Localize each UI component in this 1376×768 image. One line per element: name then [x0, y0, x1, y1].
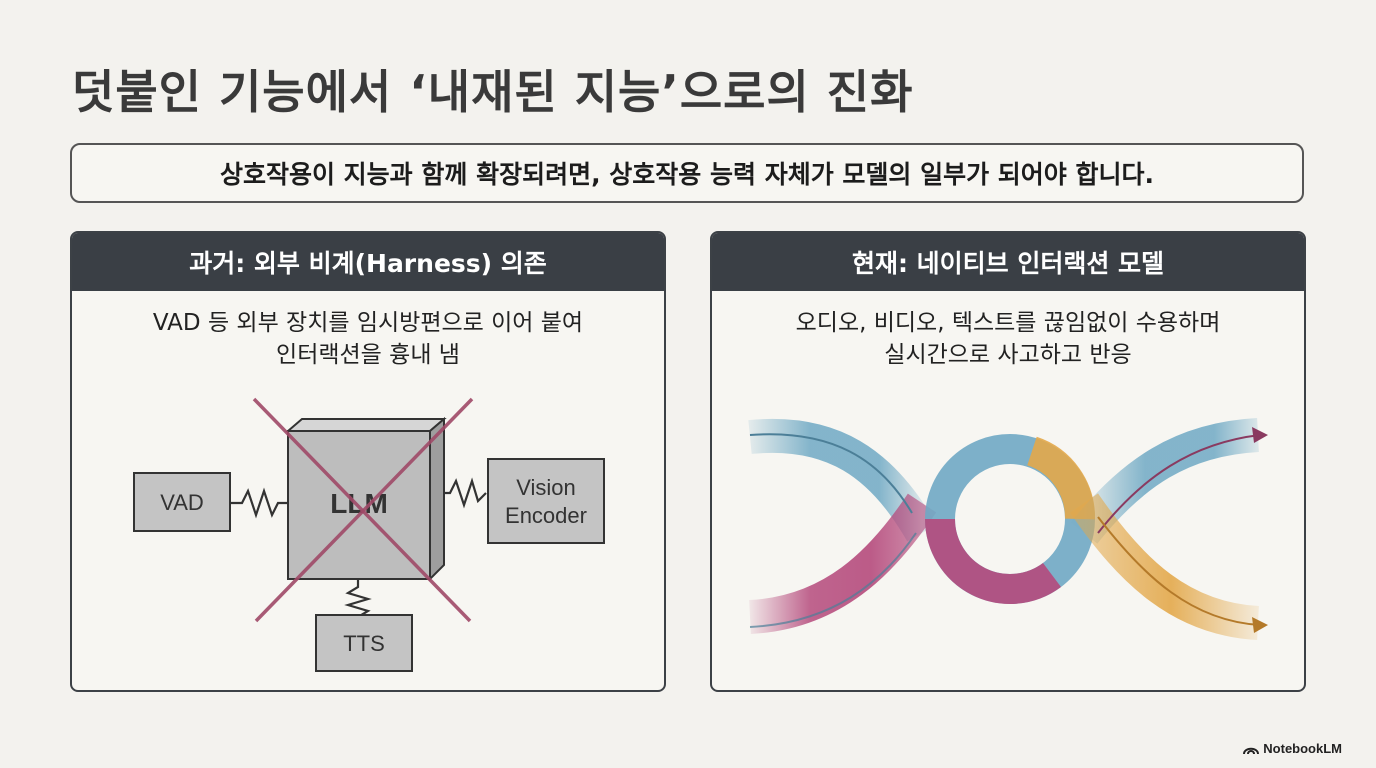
- past-panel-header: 과거: 외부 비계(Harness) 의존: [72, 233, 664, 291]
- magenta-stream-in: [748, 493, 937, 634]
- llm-cube-side: [429, 416, 445, 582]
- guide-line-top-left: [749, 433, 913, 514]
- vad-box: [133, 472, 231, 532]
- ring-orange-arc: [1026, 436, 1095, 520]
- present-desc-line-2: 실시간으로 사고하고 반응: [884, 342, 1132, 368]
- page-title: 덧붙인 기능에서 ‘내재된 지능’으로의 진화: [72, 65, 914, 119]
- llm-cube-top: [285, 418, 447, 432]
- subtitle-text: 상호작용이 지능과 함께 확장되려면, 상호작용 능력 자체가 모델의 일부가 …: [219, 160, 1155, 189]
- present-panel-header: 현재: 네이티브 인터랙션 모델: [712, 233, 1304, 291]
- guide-line-top-right: [1097, 434, 1261, 534]
- guide-line-bottom-right: [1097, 516, 1261, 626]
- present-panel-description: 오디오, 비디오, 텍스트를 끊임없이 수용하며 실시간으로 사고하고 반응: [712, 307, 1304, 371]
- arrow-top-right-icon: [1252, 427, 1268, 443]
- orange-stream-out: [1069, 493, 1260, 640]
- subtitle-banner: 상호작용이 지능과 함께 확장되려면, 상호작용 능력 자체가 모델의 일부가 …: [70, 143, 1304, 203]
- native-streams-diagram: [748, 418, 1268, 640]
- vad-llm-spring: [230, 487, 288, 519]
- harness-diagram: VAD Vision Encoder TTS LLM: [133, 397, 605, 672]
- arrow-bottom-right-icon: [1252, 617, 1268, 633]
- guide-line-bottom-left: [749, 532, 917, 628]
- past-desc-line-1: VAD 등 외부 장치를 임시방편으로 이어 붙여: [152, 310, 584, 336]
- llm-tts-spring: [344, 579, 372, 618]
- encoder-label: Encoder: [505, 503, 587, 528]
- past-panel: 과거: 외부 비계(Harness) 의존 VAD 등 외부 장치를 임시방편으…: [70, 231, 666, 692]
- vision-encoder-box: [487, 458, 605, 544]
- ring-magenta-arc: [925, 518, 1061, 604]
- present-desc-line-1: 오디오, 비디오, 텍스트를 끊임없이 수용하며: [795, 310, 1221, 336]
- brand-label: NotebookLM: [1263, 741, 1342, 756]
- vad-label: VAD: [160, 490, 204, 515]
- past-panel-description: VAD 등 외부 장치를 임시방편으로 이어 붙여 인터랙션을 흉내 냄: [72, 307, 664, 371]
- llm-vision-spring: [442, 477, 487, 509]
- past-desc-line-2: 인터랙션을 흉내 냄: [276, 342, 460, 368]
- vision-label: Vision: [516, 475, 576, 500]
- tts-label: TTS: [343, 631, 385, 656]
- tts-box: [315, 614, 413, 672]
- brand-mark: NotebookLM: [1243, 741, 1342, 756]
- cross-line-2: [254, 397, 474, 623]
- present-panel: 현재: 네이티브 인터랙션 모델 오디오, 비디오, 텍스트를 끊임없이 수용하…: [710, 231, 1306, 692]
- notebooklm-logo-icon: [1243, 747, 1260, 754]
